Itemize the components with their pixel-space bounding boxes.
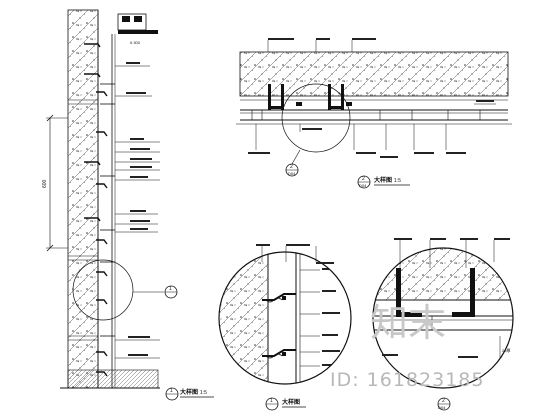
wall-elevation-section: 0.300 1 <box>42 9 214 401</box>
title-2-callout-number: 2 <box>362 176 365 182</box>
callout-2-sheet: D04 <box>288 171 296 176</box>
detail-2-note: 20厚 <box>502 348 510 353</box>
elevation-dimension: 600 <box>42 179 48 188</box>
detail-callout-circle-2 <box>281 83 351 153</box>
callout-number: 1 <box>169 286 172 292</box>
detail-1-callout: 1 <box>270 398 273 404</box>
detail-1-title: 大样图 <box>282 398 300 406</box>
section-title: 大样图 <box>180 388 198 396</box>
detail-2-callout: 2 <box>442 398 445 404</box>
detail-callout-circle <box>72 259 134 321</box>
title-2-sheet: D04 <box>359 183 367 188</box>
section-2-title: 大样图 <box>374 176 392 184</box>
slab-concrete <box>239 51 509 97</box>
detail-2-sheet: D04 <box>438 405 446 410</box>
section-2-scale: 1:5 <box>394 178 401 184</box>
concrete-wall <box>67 9 99 389</box>
detail-1-circle <box>218 251 352 385</box>
watermark-id: ID: 161823185 <box>330 369 484 391</box>
watermark-logo: 知末 <box>370 301 446 345</box>
title-callout-number: 1 <box>170 388 173 394</box>
leader-lines <box>115 65 160 359</box>
top-level-note: 0.300 <box>130 40 141 45</box>
ceiling-section-detail: 2 D04 2 D04 大样图 1:5 <box>236 38 512 189</box>
callout-2-number: 2 <box>290 164 293 170</box>
section-scale: 1:5 <box>200 390 207 396</box>
watermark: 知末 ID: 161823185 <box>330 301 484 391</box>
detail-2-circle <box>372 247 514 389</box>
